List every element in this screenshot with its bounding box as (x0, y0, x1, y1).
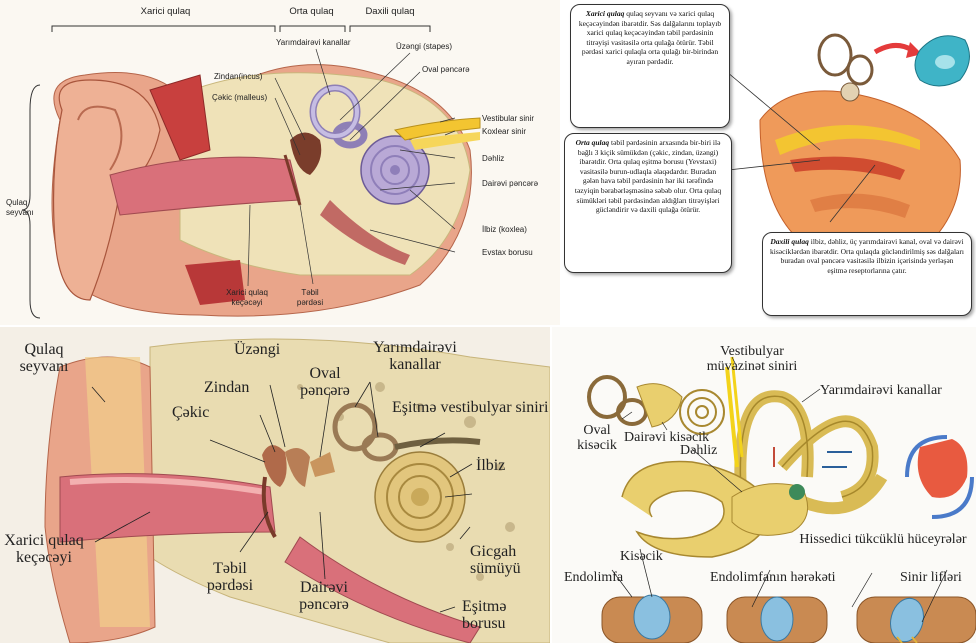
label-round-window-2: Dairəvi pəncərə (284, 579, 364, 613)
label-ear-canal-2: Xarici qulaq keçəcəyi (4, 532, 84, 566)
label-endolymph-motion: Endolimfanın hərəkəti (710, 570, 836, 585)
middle-ear-info-title: Orta qulaq (576, 138, 611, 147)
label-cochlear-nerve: Koxlear sinir (482, 127, 526, 136)
inner-ear-info-title: Daxili qulaq (770, 237, 810, 246)
vestibular-apparatus-panel: Vestibulyar müvazinət siniri Yarımdairəv… (552, 327, 976, 643)
label-eustachian: Evstax borusu (482, 248, 533, 257)
label-vestibular-nerve-3: Vestibulyar müvazinət siniri (702, 344, 802, 374)
label-oval-sac: Oval kisəcik (572, 423, 622, 453)
label-hair-cells: Hissedici tükcüklü hüceyrələr (798, 532, 968, 547)
label-endolymph: Endolimfa (564, 570, 623, 585)
outer-ear-info-title: Xarici qulaq (586, 9, 626, 18)
outer-ear-info-box: Xarici qulaq qulaq seyvanı və xarici qul… (570, 4, 730, 128)
label-cupula: Kisəcik (620, 549, 663, 564)
middle-ear-info-box: Orta qulaq təbil pərdəsinin arxasında bi… (564, 133, 732, 273)
section-label-outer: Xarici qulaq (108, 6, 223, 17)
label-vestibule-3: Dəhliz (680, 443, 717, 458)
inner-ear-info-box: Daxili qulaq ilbiz, dəhliz, üç yarımdair… (762, 232, 972, 316)
label-malleus-2: Çəkic (172, 404, 209, 421)
vestibular-apparatus-illustration (552, 327, 976, 643)
label-auricle: Qulaq seyvanı (6, 198, 46, 218)
label-cochlea: İlbiz (koxlea) (482, 225, 527, 234)
section-label-middle: Orta qulaq (279, 6, 344, 17)
label-auricle-2: Qulaq seyvanı (4, 341, 84, 375)
label-vestibular-nerve: Vestibular sinir (482, 114, 534, 123)
label-stapes: Üzəngi (stapes) (396, 42, 452, 51)
label-eardrum: Təbil pərdəsi (290, 288, 330, 308)
label-vestibular-nerve-2: Eşitmə vestibulyar siniri (392, 399, 550, 416)
ear-parts-description-panel: Xarici qulaq qulaq seyvanı və xarici qul… (560, 0, 976, 325)
label-malleus: Çəkic (malleus) (212, 93, 267, 102)
section-label-inner: Daxili qulaq (350, 6, 430, 17)
label-oval-window: Oval pəncərə (422, 65, 470, 74)
label-ear-canal: Xarici qulaq keçəcəyi (218, 288, 276, 308)
label-temporal-bone: Gicgah sümüyü (470, 543, 548, 577)
label-incus: Zindan(incus) (214, 72, 262, 81)
label-oval-window-2: Oval pəncərə (300, 365, 350, 399)
label-vestibule: Dəhliz (482, 154, 504, 163)
label-cochlea-2: İlbiz (476, 457, 505, 474)
label-semicircular-3: Yarımdairəvi kanallar (820, 383, 942, 398)
ear-cross-section-panel: Qulaq seyvanı Üzəngi Zindan Çəkic Oval p… (0, 327, 550, 643)
label-eustachian-2: Eşitmə borusu (462, 598, 542, 632)
label-semicircular-2: Yarımdairəvi kanallar (360, 339, 470, 373)
label-semicircular: Yarımdairəvi kanallar (276, 38, 351, 47)
outer-ear-anatomy-panel: Xarici qulaq Orta qulaq Daxili qulaq Qul… (0, 0, 560, 325)
label-round-window: Dairəvi pəncərə (482, 179, 538, 188)
label-eardrum-2: Təbil pərdəsi (200, 560, 260, 594)
label-incus-2: Zindan (204, 379, 249, 396)
label-nerve-fibers: Sinir lifləri (900, 570, 962, 585)
label-stapes-2: Üzəngi (234, 341, 280, 358)
middle-ear-info-text: təbil pərdəsinin arxasında bir-biri ilə … (575, 138, 721, 214)
outer-ear-illustration (0, 0, 560, 325)
